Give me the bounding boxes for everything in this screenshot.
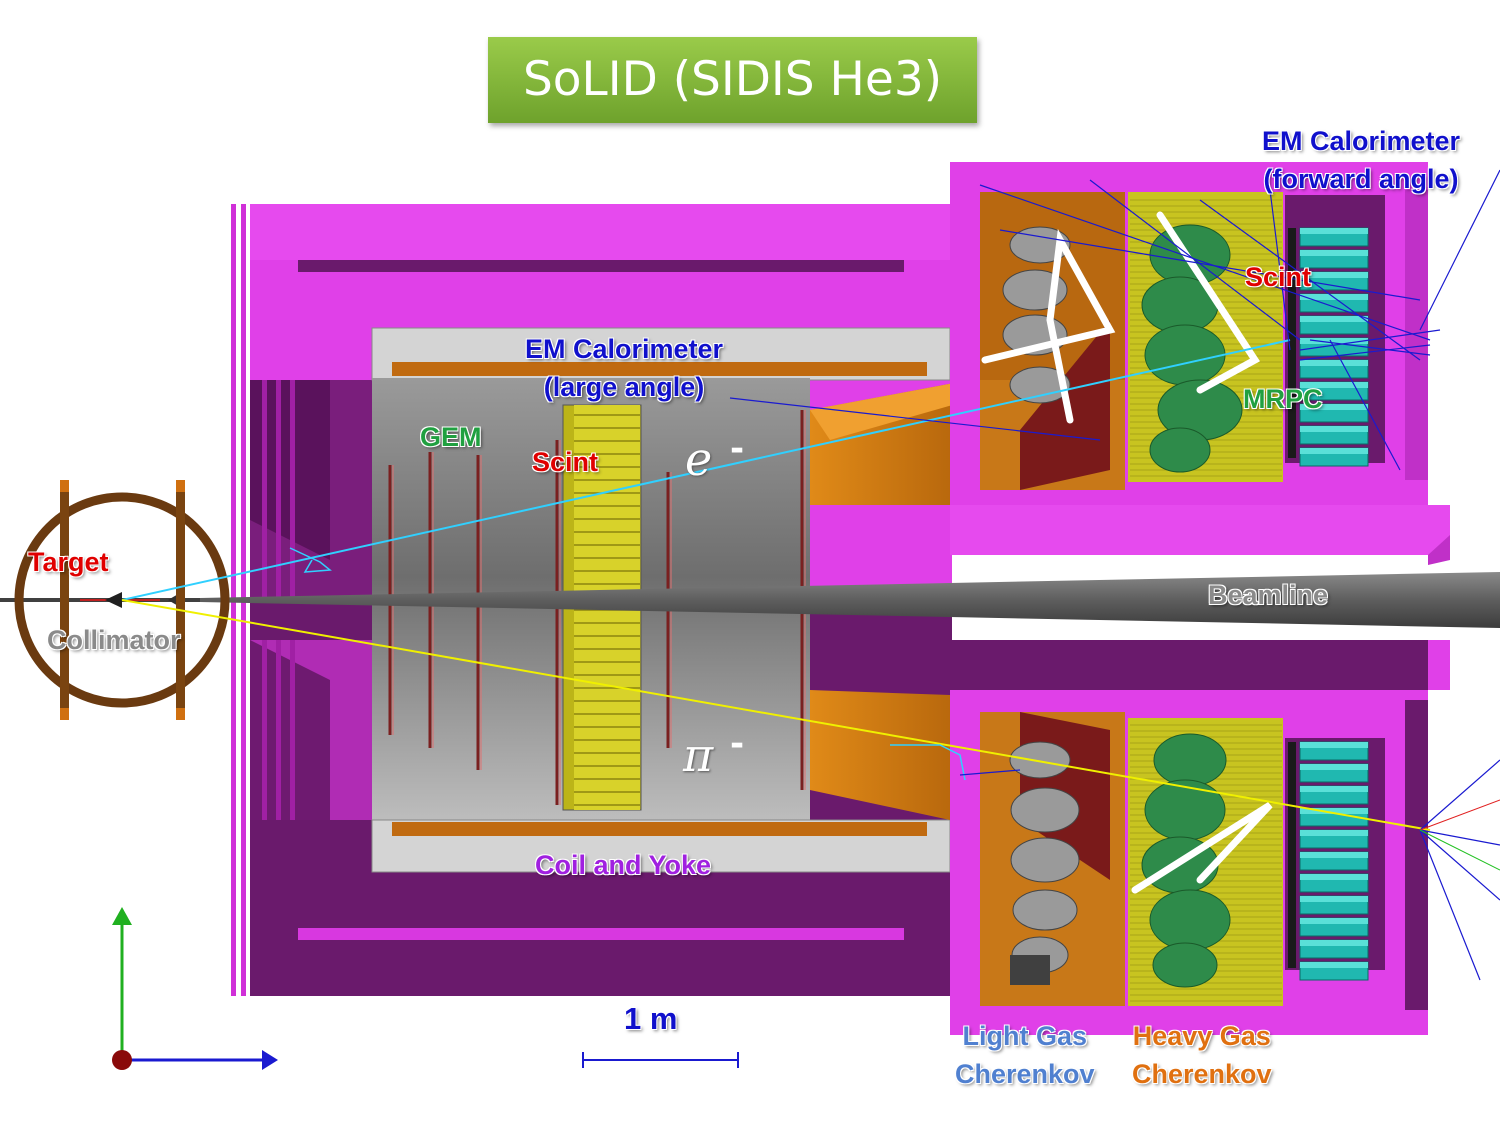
pion-symbol: π xyxy=(683,728,714,782)
em-calorimeter-large-line2: (large angle) xyxy=(543,372,705,402)
heavy-gas-line1: Heavy Gas xyxy=(1132,1021,1271,1051)
beamline-label: Beamline xyxy=(1208,580,1329,610)
coil-yoke-label: Coil and Yoke xyxy=(535,850,712,880)
scint-forward-label: Scint xyxy=(1245,262,1312,292)
pion-track xyxy=(121,599,1431,831)
scale-label: 1 m xyxy=(624,1001,678,1036)
mrpc-label: MRPC xyxy=(1243,384,1323,414)
axis-indicator xyxy=(112,907,278,1070)
light-gas-line1: Light Gas xyxy=(962,1021,1088,1051)
em-calorimeter-forward-line1: EM Calorimeter xyxy=(1262,126,1461,156)
em-calorimeter-large-label: EM Calorimeter (large angle) xyxy=(525,330,723,406)
electron-charge: - xyxy=(730,429,744,469)
heavy-gas-line2: Cherenkov xyxy=(1132,1059,1272,1089)
em-calorimeter-large-line1: EM Calorimeter xyxy=(525,334,724,364)
electron-track xyxy=(121,339,1291,601)
heavy-gas-cherenkov-label: Heavy Gas Cherenkov xyxy=(1132,1017,1272,1093)
title-banner: SoLID (SIDIS He3) xyxy=(488,37,977,123)
target-label: Target xyxy=(28,547,109,577)
electron-symbol: e xyxy=(685,432,713,486)
target-cell xyxy=(105,592,122,608)
target-chamber xyxy=(14,492,230,708)
pion-charge: - xyxy=(730,724,744,764)
scale-bar xyxy=(582,1052,739,1068)
light-gas-line2: Cherenkov xyxy=(955,1059,1095,1089)
beamline-pipe xyxy=(200,572,1500,628)
shower-tracks xyxy=(729,169,1500,981)
em-calorimeter-forward-label: EM Calorimeter (forward angle) xyxy=(1262,122,1460,198)
em-calorimeter-forward-line2: (forward angle) xyxy=(1263,164,1459,194)
scint-large-label: Scint xyxy=(532,447,599,477)
light-gas-cherenkov-label: Light Gas Cherenkov xyxy=(955,1017,1095,1093)
gem-label: GEM xyxy=(420,422,482,452)
collimator-label: Collimator xyxy=(47,625,181,655)
